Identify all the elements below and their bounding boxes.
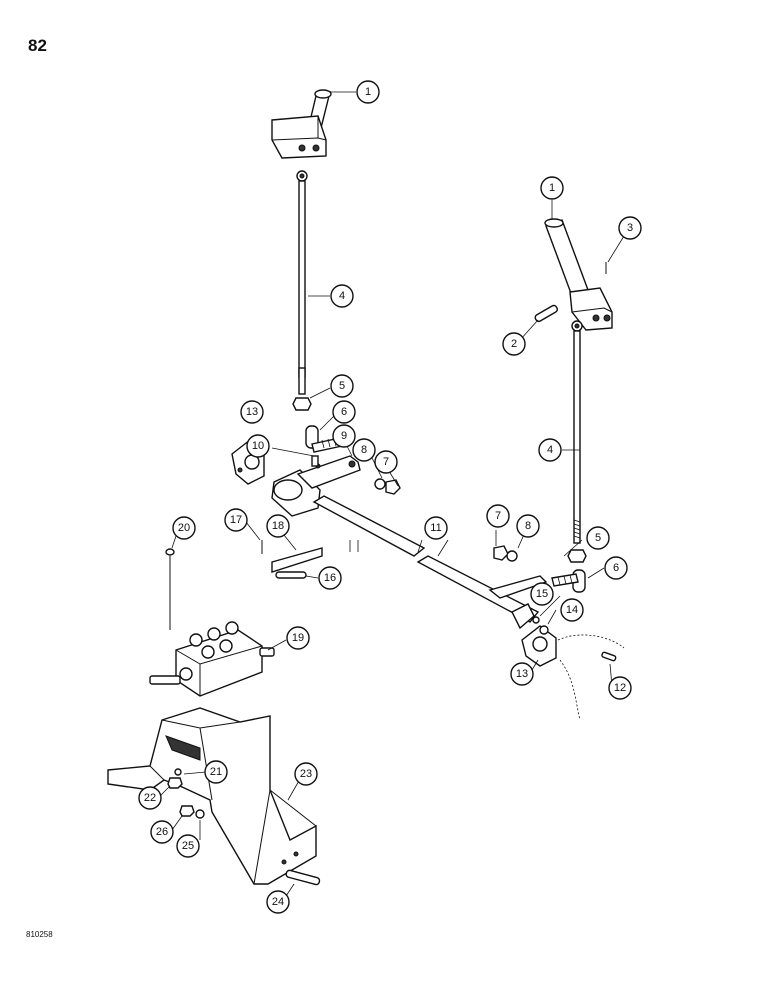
- callout-6-right: 6: [604, 556, 628, 580]
- bracket-washer: [195, 809, 205, 819]
- page-number: 82: [28, 36, 47, 55]
- callout-13-left: 13: [240, 400, 264, 424]
- left-control-handle: [271, 89, 332, 159]
- callout-6-left: 6: [332, 400, 356, 424]
- washer-right: [506, 550, 518, 562]
- right-control-rod: [571, 320, 583, 544]
- callout-label: 20: [178, 522, 190, 534]
- callout-label: 22: [144, 792, 156, 804]
- callout-8-right: 8: [516, 514, 540, 538]
- callout-label: 12: [614, 682, 626, 694]
- callout-label: 6: [341, 406, 347, 418]
- valve-mounting-bracket: [107, 707, 317, 885]
- left-control-rod: [296, 170, 308, 395]
- callout-label: 7: [383, 456, 389, 468]
- callout-label: 13: [516, 668, 528, 680]
- callout-5-right: 5: [586, 526, 610, 550]
- right-rod-nut: [567, 549, 587, 563]
- callout-label: 6: [613, 562, 619, 574]
- callout-21: 21: [204, 760, 228, 784]
- callout-18: 18: [266, 514, 290, 538]
- right-control-handle: [544, 218, 613, 331]
- grease-fitting: [311, 455, 319, 467]
- nut-left: [385, 479, 401, 495]
- callout-label: 15: [536, 588, 548, 600]
- bracket-bolt: [285, 869, 321, 886]
- callout-label: 5: [595, 532, 601, 544]
- callout-label: 11: [430, 522, 441, 534]
- bracket-nut: [167, 777, 183, 789]
- figure-code: 810258: [26, 930, 53, 939]
- callout-label: 10: [252, 440, 264, 452]
- bushing: [532, 616, 540, 624]
- callout-3: 3: [618, 216, 642, 240]
- callout-label: 21: [210, 766, 222, 778]
- callout-16: 16: [318, 566, 342, 590]
- callout-label: 16: [324, 572, 336, 584]
- callout-label: 23: [300, 768, 312, 780]
- callout-22: 22: [138, 786, 162, 810]
- callout-23: 23: [294, 762, 318, 786]
- control-valve: [149, 548, 275, 697]
- callout-20: 20: [172, 516, 196, 540]
- callout-label: 24: [272, 896, 284, 908]
- callout-label: 25: [182, 840, 194, 852]
- callout-4-right: 4: [538, 438, 562, 462]
- callout-13-right: 13: [510, 662, 534, 686]
- lock-washer: [174, 768, 182, 776]
- callout-2: 2: [502, 332, 526, 356]
- callout-label: 13: [246, 406, 258, 418]
- callout-label: 1: [365, 86, 371, 98]
- callout-label: 9: [341, 430, 347, 442]
- callout-label: 1: [549, 182, 555, 194]
- right-ball-joint: [551, 569, 586, 593]
- callout-label: 26: [156, 826, 168, 838]
- callout-12: 12: [608, 676, 632, 700]
- cross-shaft: [231, 439, 557, 667]
- callout-label: 8: [525, 520, 531, 532]
- callout-10: 10: [246, 434, 270, 458]
- bushing-washer: [539, 625, 549, 635]
- callout-label: 4: [339, 290, 345, 302]
- left-rod-nut: [292, 397, 312, 411]
- callout-14: 14: [560, 598, 584, 622]
- callout-label: 3: [627, 222, 633, 234]
- callout-label: 2: [511, 338, 517, 350]
- callout-1-left: 1: [356, 80, 380, 104]
- right-lever-pin: [534, 304, 558, 323]
- callout-4-left: 4: [330, 284, 354, 308]
- callout-1-right: 1: [540, 176, 564, 200]
- callout-24: 24: [266, 890, 290, 914]
- callout-17: 17: [224, 508, 248, 532]
- callout-label: 8: [361, 444, 367, 456]
- washer-left: [374, 478, 386, 490]
- callout-label: 7: [495, 510, 501, 522]
- callout-25: 25: [176, 834, 200, 858]
- clevis-pin: [275, 571, 307, 579]
- callout-19: 19: [286, 626, 310, 650]
- callout-label: 5: [339, 380, 345, 392]
- link-plate: [271, 547, 323, 573]
- callout-15: 15: [530, 582, 554, 606]
- mounting-bolt: [601, 651, 617, 662]
- callout-5-left: 5: [330, 374, 354, 398]
- bracket-nut-lower: [179, 805, 195, 817]
- callout-label: 4: [547, 444, 553, 456]
- callout-26: 26: [150, 820, 174, 844]
- callout-7-left: 7: [374, 450, 398, 474]
- callout-label: 18: [272, 520, 284, 532]
- callout-9: 9: [332, 424, 356, 448]
- callout-label: 14: [566, 604, 578, 616]
- callout-11: 11: [424, 516, 448, 540]
- callout-label: 19: [292, 632, 304, 644]
- callout-label: 17: [230, 514, 242, 526]
- nut-right: [493, 545, 509, 561]
- callout-7-right: 7: [486, 504, 510, 528]
- callout-8-left: 8: [352, 438, 376, 462]
